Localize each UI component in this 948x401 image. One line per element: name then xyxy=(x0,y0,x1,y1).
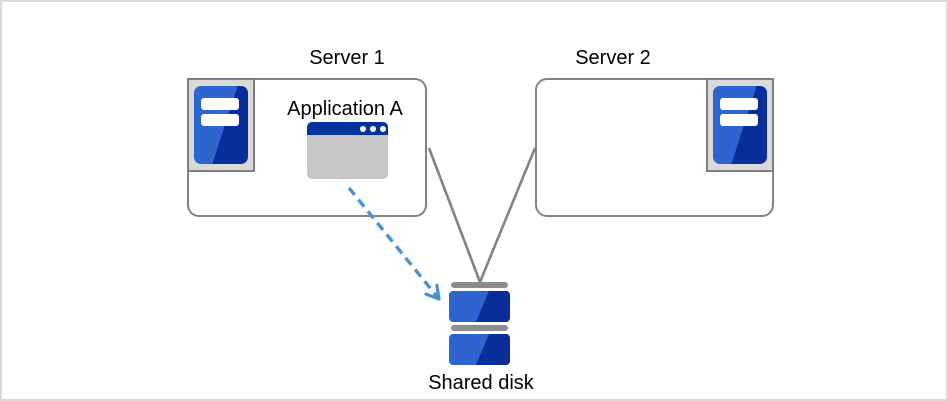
disk-unit xyxy=(449,334,510,365)
window-titlebar xyxy=(307,122,388,135)
tower-slot xyxy=(201,98,239,110)
disk-unit xyxy=(449,291,510,322)
disk-platter-bar xyxy=(451,325,508,331)
shared-disk-label: Shared disk xyxy=(428,372,534,394)
disk-platter-bar xyxy=(451,282,508,288)
window-dot-icon xyxy=(360,125,366,132)
server-tower-icon xyxy=(194,86,248,164)
application-window-icon xyxy=(307,122,388,179)
tower-slot xyxy=(201,114,239,126)
server2-disk-connector xyxy=(478,147,537,283)
server1-disk-connector xyxy=(427,147,482,283)
tower-slot xyxy=(720,114,758,126)
server-tower-icon xyxy=(713,86,767,164)
application-a-label: Application A xyxy=(287,98,403,120)
window-dot-icon xyxy=(370,125,376,132)
server1-tower-frame xyxy=(187,78,255,172)
server1-label: Server 1 xyxy=(309,47,385,69)
server2-label: Server 2 xyxy=(575,47,651,69)
server2-tower-frame xyxy=(706,78,774,172)
tower-slot xyxy=(720,98,758,110)
window-dot-icon xyxy=(380,125,386,132)
